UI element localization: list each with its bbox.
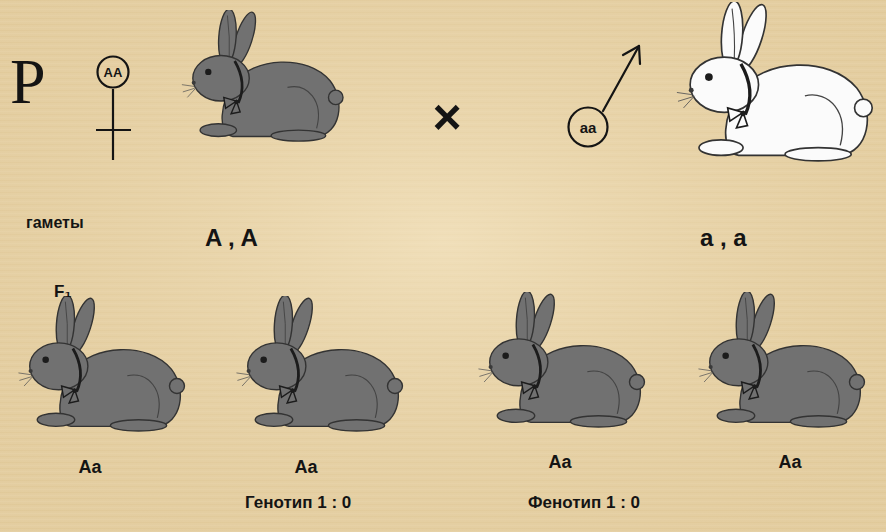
generation-letter: P [10, 50, 46, 114]
gametes: A , A [205, 226, 258, 250]
genotype: Aa [548, 453, 571, 471]
grey-rabbit [182, 9, 343, 142]
cross-sign: × [432, 92, 461, 142]
generation-letter: F₁ [54, 283, 71, 300]
gametes: a , a [700, 226, 747, 250]
genotype: Aa [294, 458, 317, 476]
white-rabbit [677, 0, 872, 161]
sex-symbol-circle: aa [567, 106, 609, 148]
grey-rabbit [236, 295, 402, 432]
male-symbol [603, 46, 640, 111]
ratio: Фенотип 1 : 0 [528, 494, 640, 511]
genotype: Aa [778, 453, 801, 471]
genotype: aa [580, 120, 597, 135]
grey-rabbit [18, 295, 184, 432]
sex-symbol-circle: AA [96, 55, 130, 89]
circle-outline [569, 108, 608, 147]
female-symbol [96, 89, 131, 160]
ratio: Генотип 1 : 0 [245, 494, 351, 511]
grey-rabbit [478, 291, 644, 428]
row-title: гаметы [26, 215, 84, 231]
genotype: AA [104, 66, 123, 79]
grey-rabbit [698, 291, 864, 428]
genotype: Aa [78, 458, 101, 476]
circle-outline [98, 57, 129, 88]
